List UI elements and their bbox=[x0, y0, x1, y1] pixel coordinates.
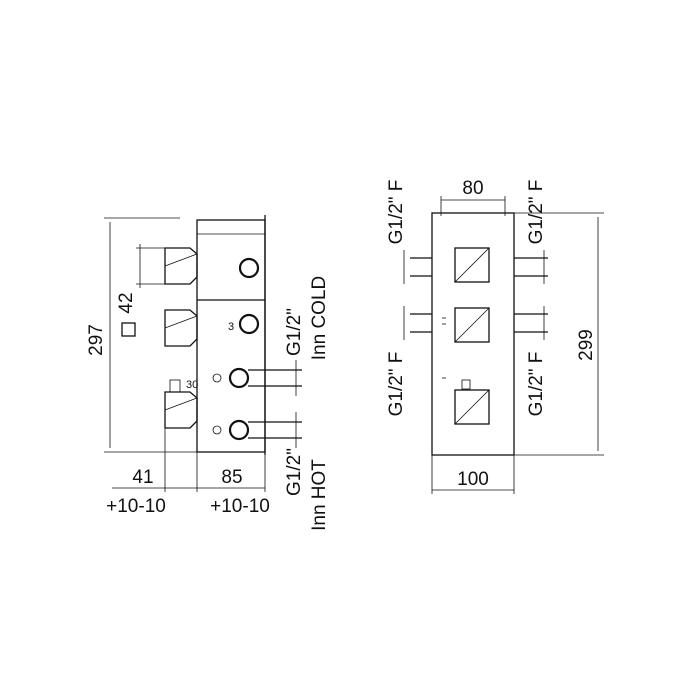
knob-size-label: 42 bbox=[116, 292, 137, 313]
side-body bbox=[196, 219, 266, 453]
side-port-number: 3 bbox=[228, 321, 234, 333]
outlet-bottom-left-label: G1/2" F bbox=[386, 352, 407, 417]
front-width-top-label: 80 bbox=[462, 178, 483, 199]
front-handle-top bbox=[454, 247, 490, 283]
side-port-ring-1 bbox=[238, 257, 260, 279]
side-port-ring-4 bbox=[228, 419, 250, 441]
side-knob-middle bbox=[164, 309, 198, 347]
side-port-ring-2 bbox=[238, 313, 260, 335]
side-screw-2 bbox=[212, 425, 222, 435]
svg-text:30: 30 bbox=[186, 379, 198, 391]
depth-body-tolerance: +10-10 bbox=[210, 496, 270, 517]
front-plate bbox=[431, 212, 515, 456]
side-view: 30 3 297 42 41 +10-10 85 bbox=[86, 215, 330, 531]
front-view: 80 100 299 G1/2" F G1/2" F G1/2" F G1/2"… bbox=[386, 178, 604, 494]
side-height-label: 297 bbox=[86, 324, 107, 356]
outlet-top-right-label: G1/2" F bbox=[526, 180, 547, 245]
hot-connection-label: G1/2" bbox=[284, 448, 305, 496]
side-knob-top bbox=[164, 247, 198, 285]
depth-front-tolerance: +10-10 bbox=[106, 496, 166, 517]
depth-body-label: 85 bbox=[221, 467, 242, 488]
front-handle-bottom bbox=[442, 377, 490, 425]
hot-inlet-label: Inn HOT bbox=[309, 459, 330, 531]
front-height-label: 299 bbox=[576, 329, 597, 361]
square-symbol bbox=[121, 322, 136, 337]
front-width-bottom-label: 100 bbox=[457, 469, 489, 490]
depth-front-label: 41 bbox=[132, 467, 153, 488]
side-port-ring-3 bbox=[228, 367, 250, 389]
side-knob-bottom: 30 bbox=[164, 379, 198, 429]
front-handle-middle bbox=[442, 307, 490, 343]
side-screw-1 bbox=[212, 373, 222, 383]
cold-connection-label: G1/2" bbox=[284, 308, 305, 356]
outlet-top-left-label: G1/2" F bbox=[386, 180, 407, 245]
outlet-bottom-right-label: G1/2" F bbox=[526, 352, 547, 417]
cold-inlet-label: Inn COLD bbox=[309, 276, 330, 360]
